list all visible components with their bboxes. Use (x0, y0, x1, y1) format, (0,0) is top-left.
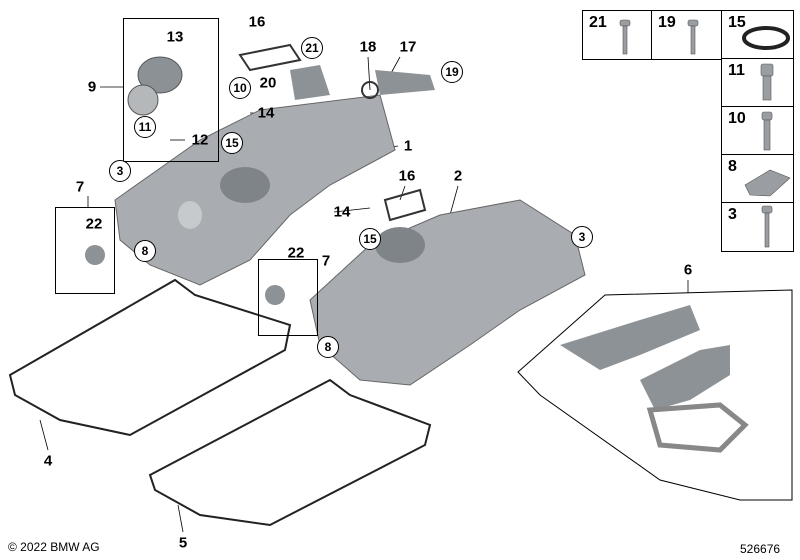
label-12[interactable]: 12 (191, 131, 209, 149)
circled-label-15[interactable]: 15 (359, 228, 381, 250)
oil-filler-group-box (123, 18, 219, 162)
label-7[interactable]: 7 (75, 178, 85, 196)
legend-number: 11 (728, 62, 745, 79)
circled-label-3[interactable]: 3 (109, 160, 131, 182)
label-7[interactable]: 7 (321, 252, 331, 270)
label-14[interactable]: 14 (257, 104, 275, 122)
legend-number: 19 (658, 14, 676, 31)
cylinder-head-cover-2 (309, 199, 586, 386)
circled-label-10[interactable]: 10 (229, 77, 251, 99)
legend-cell-19[interactable]: 19 (651, 10, 723, 60)
gasket-5 (148, 378, 432, 527)
copyright: © 2022 BMW AG (8, 540, 100, 554)
label-20[interactable]: 20 (259, 74, 277, 92)
label-22[interactable]: 22 (287, 244, 305, 262)
gasket-4 (8, 278, 292, 437)
circled-label-11[interactable]: 11 (134, 116, 156, 138)
circled-label-8[interactable]: 8 (317, 336, 339, 358)
label-5[interactable]: 5 (178, 534, 188, 552)
label-17[interactable]: 17 (399, 38, 417, 56)
legend-cell-10[interactable]: 10 (721, 106, 794, 156)
circled-label-19[interactable]: 19 (441, 61, 463, 83)
legend-number: 8 (728, 158, 737, 175)
label-6[interactable]: 6 (683, 261, 693, 279)
label-4[interactable]: 4 (43, 452, 53, 470)
circled-label-8[interactable]: 8 (134, 240, 156, 262)
label-16[interactable]: 16 (248, 13, 266, 31)
circled-label-21[interactable]: 21 (301, 37, 323, 59)
circled-label-3[interactable]: 3 (571, 226, 593, 248)
legend-number: 15 (728, 14, 746, 31)
legend-number: 21 (589, 14, 607, 31)
legend-cell-3[interactable]: 3 (721, 202, 794, 252)
label-14[interactable]: 14 (333, 203, 351, 221)
label-13[interactable]: 13 (166, 28, 184, 46)
sensor-group-box-2 (258, 259, 318, 336)
legend-cell-21[interactable]: 21 (582, 10, 653, 60)
legend-cell-8[interactable]: 8 (721, 154, 794, 204)
label-2[interactable]: 2 (453, 167, 463, 185)
legend-cell-15[interactable]: 15 (721, 10, 794, 60)
circled-label-15[interactable]: 15 (221, 132, 243, 154)
sensor-group-box-1 (55, 207, 115, 294)
label-16[interactable]: 16 (398, 167, 416, 185)
label-9[interactable]: 9 (87, 78, 97, 96)
label-1[interactable]: 1 (403, 137, 413, 155)
legend-number: 3 (728, 206, 737, 223)
label-22[interactable]: 22 (85, 215, 103, 233)
legend-number: 10 (728, 110, 746, 127)
legend-cell-11[interactable]: 11 (721, 58, 794, 108)
diagram-number: 526676 (740, 542, 781, 556)
label-18[interactable]: 18 (359, 38, 377, 56)
